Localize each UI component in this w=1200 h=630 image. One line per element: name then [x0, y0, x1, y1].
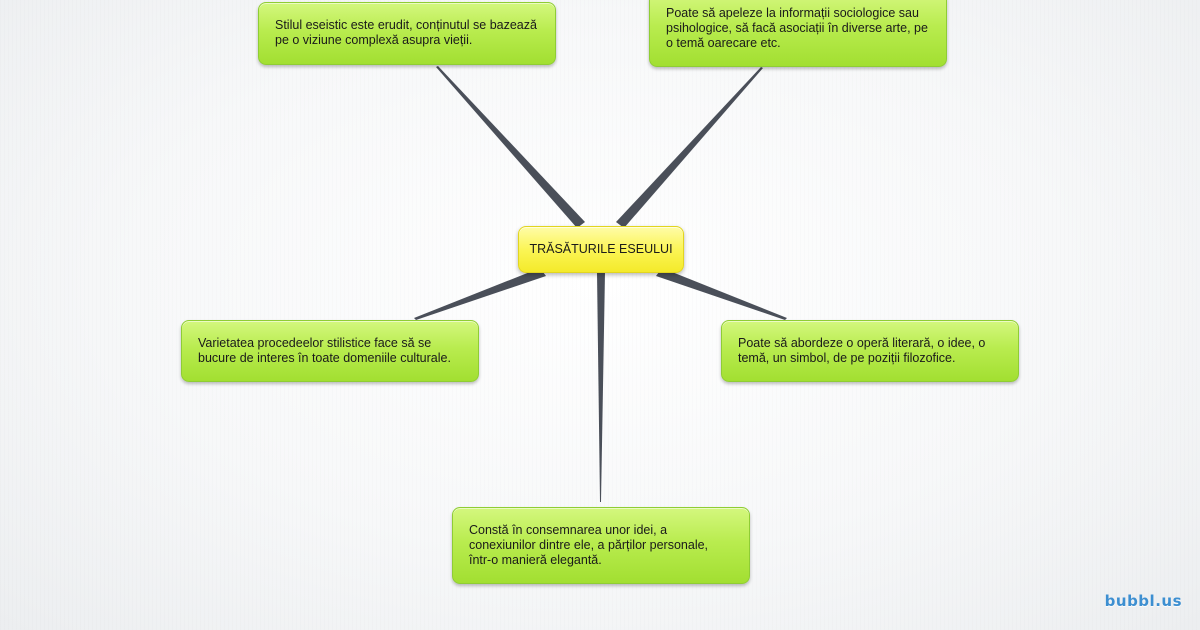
root-node[interactable]: TRĂSĂTURILE ESEULUI: [518, 226, 684, 273]
node-left[interactable]: Varietatea procedeelor stilistice face s…: [181, 320, 479, 382]
node-top-right[interactable]: Poate să apeleze la informații sociologi…: [649, 0, 947, 67]
bubblus-logo[interactable]: bubbl.us: [1104, 592, 1182, 610]
node-bottom-text: Constă în consemnarea unor idei, a conex…: [469, 523, 709, 567]
node-top-left[interactable]: Stilul eseistic este erudit, conținutul …: [258, 2, 556, 65]
node-top-right-text: Poate să apeleze la informații sociologi…: [666, 6, 928, 50]
connector-top-right: [616, 67, 763, 228]
root-node-label: TRĂSĂTURILE ESEULUI: [529, 242, 673, 256]
connector-right: [656, 268, 787, 320]
connector-left: [414, 268, 546, 320]
node-top-left-text: Stilul eseistic este erudit, conținutul …: [275, 18, 537, 47]
node-right-text: Poate să abordeze o operă literară, o id…: [738, 336, 986, 365]
node-right[interactable]: Poate să abordeze o operă literară, o id…: [721, 320, 1019, 382]
node-bottom[interactable]: Constă în consemnarea unor idei, a conex…: [452, 507, 750, 584]
node-left-text: Varietatea procedeelor stilistice face s…: [198, 336, 451, 365]
connector-top-left: [436, 66, 585, 228]
connector-bottom: [597, 272, 605, 502]
